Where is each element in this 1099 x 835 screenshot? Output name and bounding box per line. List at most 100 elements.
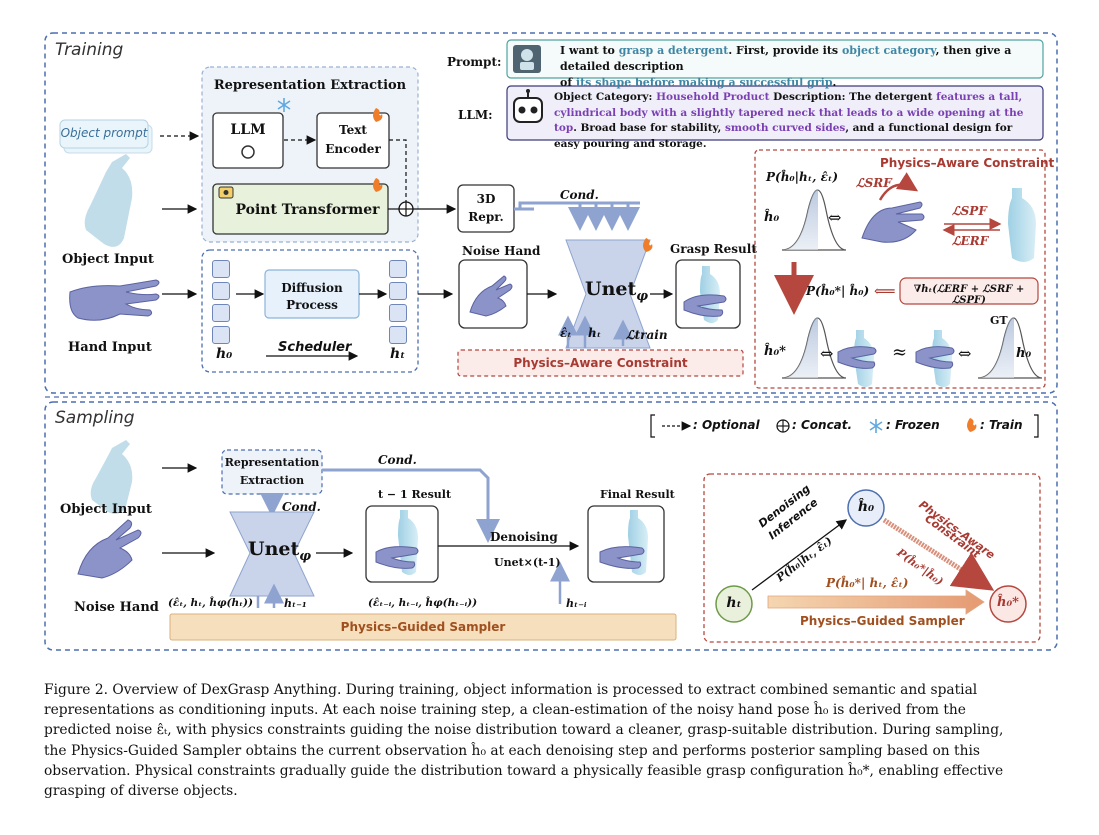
- prompt-box: [506, 39, 1044, 79]
- unet-sampling: [229, 511, 315, 597]
- prompt-text: I want to grasp a detergent. First, prov…: [560, 44, 1012, 89]
- token-square: [389, 260, 407, 278]
- train-flame-icon: [643, 238, 653, 252]
- token-square: [389, 304, 407, 322]
- ht-input-label: hₜ: [588, 326, 602, 340]
- training-title: Training: [55, 40, 124, 60]
- legend-optional: : Optional: [693, 418, 760, 432]
- sampling-rep-line1: Representation: [224, 456, 320, 469]
- pac-panel-title: Physics–Aware Constraint: [880, 156, 1055, 170]
- legend-train: : Train: [980, 418, 1023, 432]
- token-square: [389, 282, 407, 300]
- token-square: [212, 282, 230, 300]
- object-prompt-label: Object prompt: [60, 126, 148, 140]
- caption-line: Figure 2. Overview of DexGrasp Anything.…: [44, 682, 978, 698]
- gt-label: GT: [990, 314, 1008, 327]
- caption-line: the Physics-Guided Sampler obtains the c…: [44, 742, 980, 759]
- ht-label: hₜ: [390, 346, 406, 362]
- openai-icon: [241, 145, 255, 159]
- final-result-label: Final Result: [600, 488, 675, 501]
- token-square: [212, 326, 230, 344]
- object-prompt-card: [59, 119, 149, 149]
- h-ti-label: hₜ₋ᵢ: [566, 597, 587, 610]
- training-panel: [44, 32, 1058, 394]
- frozen-snowflake-icon: [277, 98, 291, 112]
- unet-times-label: Unet×(t-1): [494, 556, 561, 569]
- equiv-top: ⇔: [828, 208, 842, 227]
- diffusion-line1: Diffusion: [281, 281, 343, 295]
- legend-concat: : Concat.: [792, 418, 853, 432]
- sampling-cond-inner: Cond.: [282, 500, 321, 514]
- pac-bar-training: [457, 349, 744, 377]
- repr3d-line1: 3D: [476, 192, 496, 206]
- caption-line: predicted noise ε̂ₜ, with physics constr…: [44, 722, 1004, 739]
- sampling-rep-line2: Extraction: [239, 474, 305, 487]
- h0-gt-label: h₀: [1016, 346, 1032, 361]
- node-ht-label: hₜ: [726, 595, 742, 611]
- unet-label: Unetφ: [585, 278, 649, 304]
- denoising-label: Denoising: [490, 530, 558, 544]
- node-h0hat: [847, 489, 885, 527]
- sampling-noise-hand-label: Noise Hand: [74, 600, 159, 615]
- object-input-label: Object Input: [62, 252, 154, 267]
- h0-label: h₀: [216, 346, 233, 362]
- llm-label: LLM: [230, 122, 266, 138]
- noise-hand-label: Noise Hand: [462, 244, 541, 258]
- train-flame-icon: [373, 108, 383, 122]
- token-square: [389, 326, 407, 344]
- t1-result-label: t − 1 Result: [378, 488, 452, 501]
- left-arrow: ⟸: [874, 282, 896, 300]
- caption-line: observation. Physical constraints gradua…: [44, 762, 1004, 779]
- legend-frozen-icon: [869, 419, 883, 433]
- pac-side-panel: [754, 149, 1046, 389]
- h-t1-label: hₜ₋₁: [284, 597, 307, 610]
- sampling-object-input-label: Object Input: [60, 502, 152, 517]
- node-ht: [715, 585, 753, 623]
- legend-train-icon: [967, 418, 977, 432]
- h0star-label: ĥ₀*: [764, 344, 786, 359]
- l-srf-label: ℒSRF: [856, 176, 892, 190]
- user-icon: [513, 45, 541, 73]
- sampling-input-left: (ε̂ₜ, hₜ, ĥφ(hₜ)): [168, 597, 253, 609]
- sampling-title: Sampling: [55, 408, 135, 428]
- pgs-bar-label: Physics–Guided Sampler: [340, 620, 506, 634]
- sampling-unet-label: Unetφ: [248, 538, 312, 564]
- pgs-side-panel: [703, 473, 1041, 643]
- text-encoder-line2: Encoder: [325, 142, 381, 156]
- node-h0star-label: ĥ₀*: [997, 595, 1019, 610]
- pgs-panel-label: Physics–Guided Sampler: [800, 614, 965, 628]
- sampling-object-bottle: [90, 440, 133, 514]
- llm-response-label: LLM:: [458, 108, 493, 122]
- node-h0hat-label: ĥ₀: [857, 499, 875, 515]
- point-transformer-label: Point Transformer: [235, 202, 380, 218]
- gradient-box: [899, 277, 1039, 305]
- scheduler-label: Scheduler: [278, 340, 352, 355]
- h0hat-top-label: ĥ₀: [764, 210, 780, 225]
- sampling-input-mid: (ε̂ₜ₋ᵢ, hₜ₋ᵢ, ĥφ(hₜ₋ᵢ)): [368, 597, 478, 609]
- pac-bar-label: Physics–Aware Constraint: [513, 356, 688, 370]
- repr3d-line2: Repr.: [468, 210, 504, 224]
- diffusion-line2: Process: [286, 298, 338, 312]
- l-spf-label: ℒSPF: [952, 204, 987, 218]
- eps-hat-label: ε̂ₜ: [560, 326, 572, 340]
- sampling-cond-top: Cond.: [378, 453, 417, 467]
- token-square: [212, 304, 230, 322]
- p-mid-label: P(ĥ₀*| ĥ₀): [806, 284, 870, 298]
- llm-box: [212, 112, 284, 169]
- l-erf-label: ℒERF: [952, 234, 989, 248]
- cond-label: Cond.: [560, 188, 599, 202]
- prompt-label: Prompt:: [447, 55, 502, 69]
- approx-sign: ≈: [892, 342, 908, 363]
- pgs-bar: [169, 613, 677, 641]
- sampling-panel: [44, 401, 1058, 651]
- llm-response-box: [506, 85, 1044, 141]
- p-top-label: P(ĥ₀|hₜ, ε̂ₜ): [766, 170, 838, 184]
- train-flame-icon: [373, 178, 383, 192]
- caption-line: grasping of diverse objects.: [44, 783, 238, 800]
- text-encoder-line1: Text: [339, 123, 367, 137]
- equiv-bottom-left: ⇔: [820, 344, 834, 363]
- hand-input-label: Hand Input: [68, 340, 152, 355]
- l-train-label: ℒtrain: [626, 328, 668, 342]
- hand-input-mesh: [69, 279, 160, 321]
